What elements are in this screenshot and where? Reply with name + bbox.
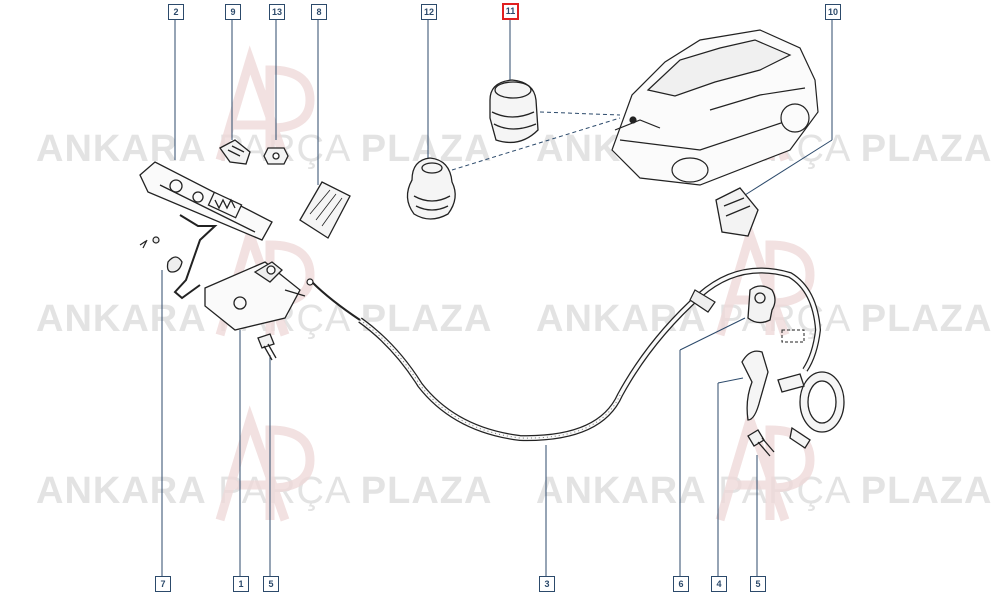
callout-2: 2 <box>168 4 184 20</box>
callout-1: 1 <box>233 576 249 592</box>
callout-6: 6 <box>673 576 689 592</box>
callout-3: 3 <box>539 576 555 592</box>
bump-stop-11 <box>489 79 539 144</box>
callout-10: 10 <box>825 4 841 20</box>
nut-part <box>263 147 289 165</box>
callout-13: 13 <box>269 4 285 20</box>
callout-7: 7 <box>155 576 171 592</box>
cable-end-part <box>747 285 776 324</box>
throttle-cable <box>306 267 822 442</box>
callout-9: 9 <box>225 4 241 20</box>
bolt-part <box>257 333 775 457</box>
callout-12: 12 <box>421 4 437 20</box>
detail-marker <box>781 329 805 343</box>
callout-8: 8 <box>311 4 327 20</box>
throttle-quadrant <box>777 371 845 449</box>
pedal-assembly <box>139 161 306 331</box>
pedal-pad <box>299 181 351 239</box>
leader-lines <box>161 20 833 576</box>
screw-part <box>139 236 160 249</box>
bracket-part <box>741 350 769 421</box>
clip-part <box>219 139 251 165</box>
bump-stop-12 <box>406 157 456 220</box>
callout-4: 4 <box>711 576 727 592</box>
callout-5: 5 <box>263 576 279 592</box>
callout-11-highlighted: 11 <box>502 3 519 20</box>
callout-5: 5 <box>750 576 766 592</box>
car-illustration <box>611 29 819 186</box>
grommet-part <box>715 187 759 237</box>
